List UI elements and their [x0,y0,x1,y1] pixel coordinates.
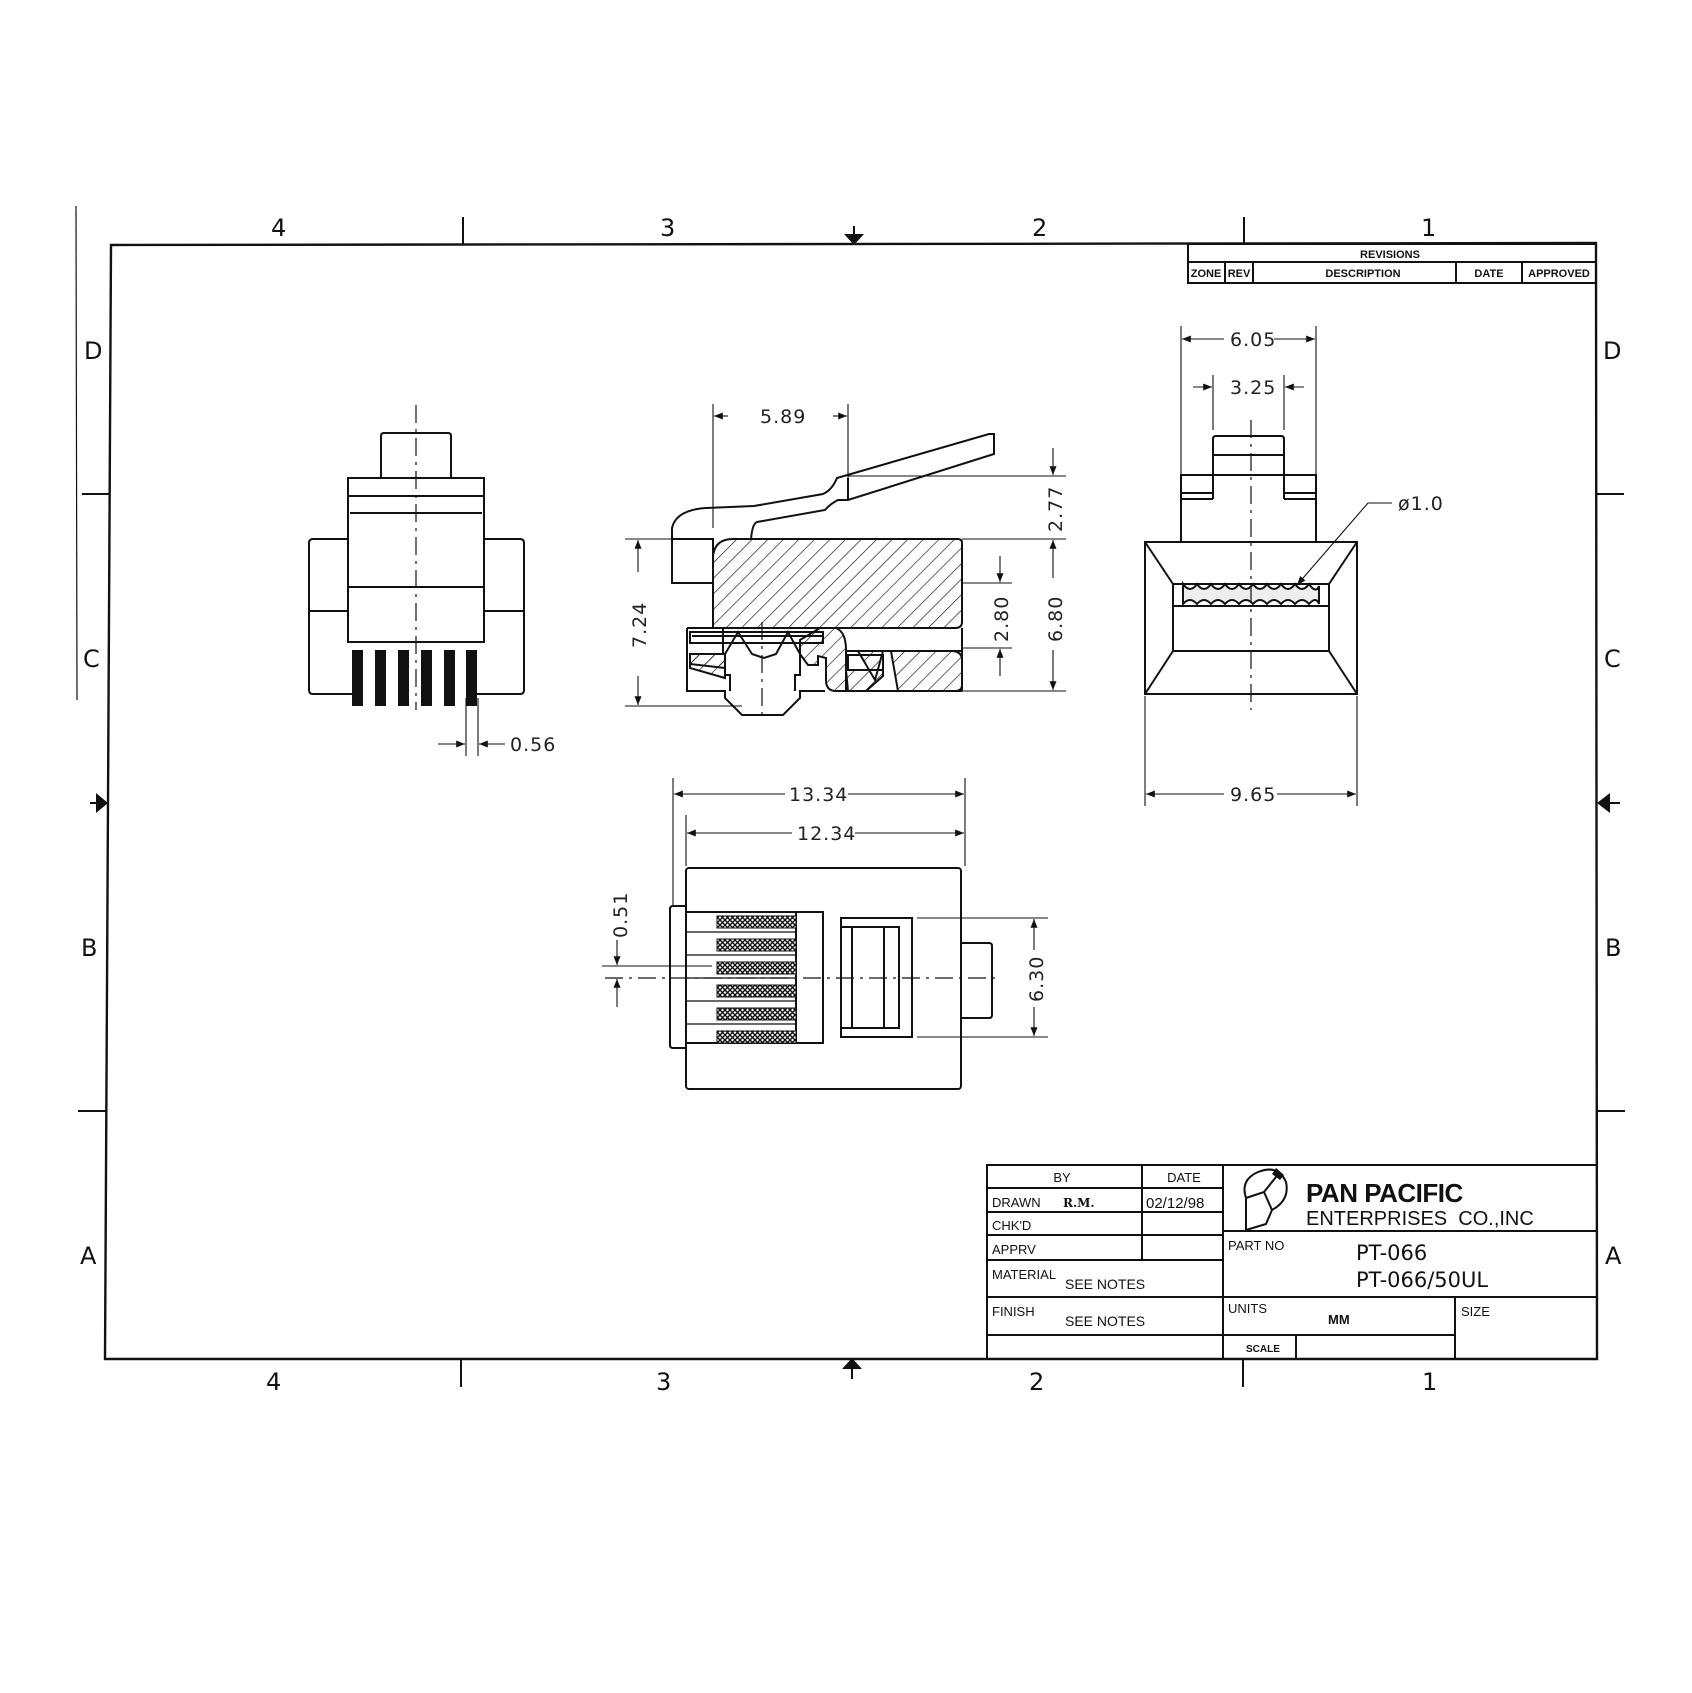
units-label: UNITS [1228,1301,1267,1316]
centering-arrow-left-icon [90,793,108,813]
dim-latch-outer-width: 6.05 [1230,329,1276,351]
finish-label: FINISH [992,1304,1035,1319]
size-label: SIZE [1461,1304,1490,1319]
finish-value: SEE NOTES [1065,1313,1145,1329]
zone-label-right-a: A [1605,1242,1622,1270]
revisions-col-date: DATE [1474,268,1503,280]
dim-body-length: 12.34 [797,823,856,845]
material-label: MATERIAL [992,1267,1056,1282]
part-number-1: PT-066 [1356,1241,1427,1265]
approved-label: APPRV [992,1242,1036,1257]
zone-label-left-a: A [80,1242,97,1270]
company-subtitle: ENTERPRISES CO.,INC [1306,1208,1534,1230]
material-value: SEE NOTES [1065,1276,1145,1292]
title-block-date-header: DATE [1167,1170,1201,1185]
dim-latch-width: 6.30 [1026,956,1048,1002]
zone-label-right-c: C [1604,645,1621,673]
checked-label: CHK'D [992,1218,1031,1233]
zone-label-top-2: 2 [1032,214,1047,242]
front-view: 0.56 [308,405,556,756]
part-number-2: PT-066/50UL [1356,1268,1488,1292]
company-name: PAN PACIFIC [1306,1178,1463,1208]
zone-label-right-d: D [1603,337,1621,365]
contact-strips [686,915,797,1044]
zone-label-left-b: B [81,934,97,962]
revisions-col-zone: ZONE [1191,268,1222,280]
dim-latch-height: 2.77 [1045,486,1067,532]
zone-label-left-d: D [84,337,102,365]
revisions-col-approved: APPROVED [1528,268,1590,280]
title-block-by-header: BY [1053,1170,1071,1185]
dim-body-height: 6.80 [1045,596,1067,642]
zone-label-top-4: 4 [271,214,286,242]
zone-label-top-1: 1 [1421,214,1436,242]
side-section-view: 5.89 7.24 2.77 6.80 2.80 [625,404,1067,720]
dim-pin-width: 0.56 [510,734,556,756]
zone-label-bottom-1: 1 [1422,1368,1437,1396]
page-edge-line [75,205,78,701]
revisions-col-rev: REV [1228,268,1251,280]
title-block: BY DATE DRAWN R.M. 02/12/98 CHK'D APPRV … [986,1164,1598,1360]
drawn-label: DRAWN [992,1195,1041,1210]
dim-latch-inner-width: 3.25 [1230,377,1276,399]
dim-contact-offset: 0.51 [610,892,632,938]
revisions-table: REVISIONS ZONE REV DESCRIPTION DATE APPR… [1187,243,1597,284]
revisions-title: REVISIONS [1360,249,1420,261]
centering-arrow-bottom-icon [842,1358,862,1379]
centering-arrow-right-icon [1597,793,1620,813]
contact-pins [352,650,477,706]
zone-label-bottom-2: 2 [1029,1368,1044,1396]
bottom-view: 13.34 12.34 0.51 6.30 [602,778,1048,1090]
drawn-by-value: R.M. [1063,1196,1095,1210]
dim-cavity-height: 2.80 [991,596,1013,642]
zone-label-right-b: B [1605,934,1621,962]
units-value: MM [1328,1312,1350,1327]
dim-wire-hole-diameter: ø1.0 [1398,493,1444,515]
dim-overall-length: 13.34 [789,784,848,806]
drawn-date-value: 02/12/98 [1146,1195,1204,1212]
pan-pacific-logo-icon [1243,1168,1288,1232]
dim-body-width: 9.65 [1230,784,1276,806]
dim-overall-height: 7.24 [629,602,651,648]
zone-label-top-3: 3 [660,214,675,242]
end-view: 6.05 3.25 ø1.0 9.65 [1144,326,1444,806]
zone-label-left-c: C [83,645,100,673]
dim-latch-length: 5.89 [760,406,806,428]
zone-label-bottom-4: 4 [266,1368,281,1396]
zone-labels: 4 3 2 1 4 3 2 1 D C B A D C B A [80,214,1622,1396]
part-no-label: PART NO [1228,1238,1284,1253]
centering-arrow-top-icon [844,226,864,245]
zone-label-bottom-3: 3 [656,1368,671,1396]
revisions-col-description: DESCRIPTION [1325,268,1400,280]
scale-label: SCALE [1246,1344,1280,1355]
